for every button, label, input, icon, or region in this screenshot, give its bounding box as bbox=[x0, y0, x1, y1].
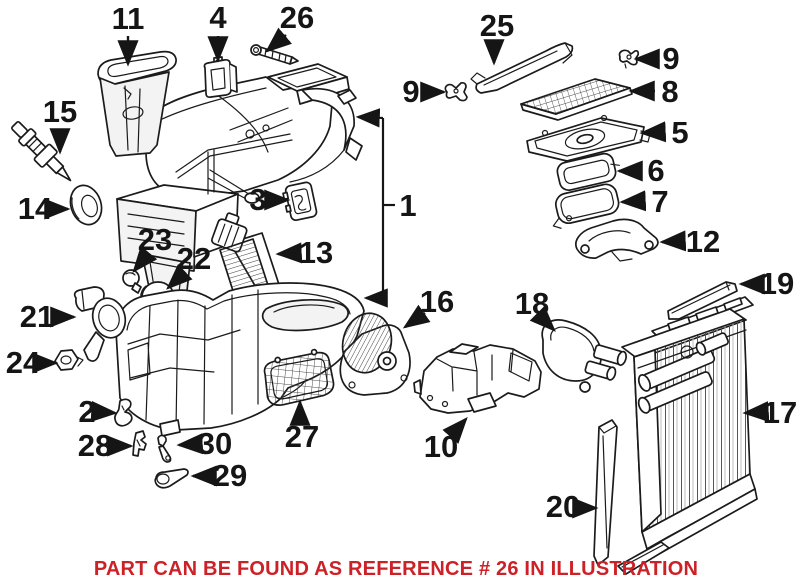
callout-13: 13 bbox=[275, 235, 333, 270]
part-strip-bottom bbox=[617, 541, 670, 575]
part-plate-7 bbox=[552, 183, 620, 229]
callout-1: 1 bbox=[355, 108, 417, 308]
callout-21: 21 bbox=[20, 299, 77, 334]
callout-2: 2 bbox=[78, 394, 118, 429]
part-pin-28 bbox=[132, 430, 147, 457]
callout-11: 11 bbox=[112, 1, 145, 67]
part-actuator-21 bbox=[73, 286, 127, 362]
part-grille-27 bbox=[263, 348, 335, 406]
callout-12-label: 12 bbox=[686, 224, 720, 259]
callout-3: 3 bbox=[249, 182, 291, 217]
callout-3-label: 3 bbox=[249, 182, 266, 217]
callout-9-right: 9 bbox=[633, 41, 680, 76]
part-strip-25 bbox=[470, 42, 574, 94]
callout-29: 29 bbox=[190, 458, 247, 493]
part-housing-10 bbox=[413, 343, 542, 414]
callout-25-label: 25 bbox=[480, 8, 514, 43]
callout-20-label: 20 bbox=[546, 489, 580, 524]
callout-18: 18 bbox=[515, 286, 556, 332]
part-clip-2 bbox=[114, 398, 133, 427]
callout-28-label: 28 bbox=[78, 428, 112, 463]
part-strip-19 bbox=[667, 281, 738, 320]
callout-14: 14 bbox=[18, 191, 71, 226]
callout-27: 27 bbox=[285, 399, 319, 454]
callout-26-label: 26 bbox=[280, 0, 314, 35]
callout-19: 19 bbox=[738, 266, 794, 301]
part-bracket-3 bbox=[282, 181, 318, 222]
callout-10: 10 bbox=[424, 417, 468, 464]
callout-24-label: 24 bbox=[6, 345, 41, 380]
part-screw-30 bbox=[157, 434, 172, 463]
callout-17: 17 bbox=[742, 395, 797, 430]
callout-7-label: 7 bbox=[651, 184, 668, 219]
callout-12: 12 bbox=[659, 224, 720, 259]
part-bracket-4 bbox=[203, 56, 238, 99]
callout-8-label: 8 bbox=[661, 74, 678, 109]
callout-24: 24 bbox=[6, 345, 59, 380]
part-blower-16 bbox=[339, 312, 411, 396]
callout-6-label: 6 bbox=[647, 153, 664, 188]
callout-17-label: 17 bbox=[763, 395, 797, 430]
part-grommet-14 bbox=[69, 184, 103, 226]
part-tray-5 bbox=[526, 114, 651, 162]
callout-6: 6 bbox=[616, 153, 665, 188]
callout-23-label: 23 bbox=[138, 222, 172, 257]
callout-23: 23 bbox=[132, 222, 172, 274]
callout-9-right-label: 9 bbox=[662, 41, 679, 76]
callout-19-label: 19 bbox=[760, 266, 794, 301]
callout-25: 25 bbox=[480, 8, 514, 66]
part-clip-9-right bbox=[618, 49, 640, 69]
part-screw-26 bbox=[250, 44, 299, 65]
part-motor-18 bbox=[541, 319, 627, 393]
callout-30-label: 30 bbox=[198, 426, 232, 461]
callout-28: 28 bbox=[78, 428, 134, 463]
callout-22: 22 bbox=[166, 241, 211, 290]
callout-5-label: 5 bbox=[671, 115, 688, 150]
part-clip-9-left bbox=[444, 81, 468, 102]
callout-18-label: 18 bbox=[515, 286, 549, 321]
callout-21-label: 21 bbox=[20, 299, 54, 334]
callout-4-label: 4 bbox=[209, 0, 227, 35]
callout-4: 4 bbox=[207, 0, 229, 63]
part-grommet-23 bbox=[122, 269, 142, 294]
part-heater-core-17 bbox=[621, 296, 758, 560]
lower-housing bbox=[115, 282, 365, 437]
callout-15-label: 15 bbox=[43, 94, 77, 129]
part-seal-6 bbox=[556, 152, 620, 191]
callout-9-left: 9 bbox=[402, 74, 447, 109]
callout-2-label: 2 bbox=[78, 394, 95, 429]
callout-30: 30 bbox=[176, 426, 232, 461]
callout-14-label: 14 bbox=[18, 191, 53, 226]
callout-26: 26 bbox=[264, 0, 314, 53]
part-nut-24 bbox=[54, 349, 84, 371]
callout-11-label: 11 bbox=[112, 1, 145, 36]
callout-5: 5 bbox=[639, 115, 689, 150]
callout-10-label: 10 bbox=[424, 429, 458, 464]
callout-22-label: 22 bbox=[177, 241, 211, 276]
callout-20: 20 bbox=[546, 489, 599, 524]
part-filter-8 bbox=[520, 78, 633, 121]
part-bulb-29 bbox=[154, 468, 189, 489]
callout-29-label: 29 bbox=[213, 458, 247, 493]
part-bracket-12 bbox=[575, 218, 659, 262]
callout-13-label: 13 bbox=[299, 235, 333, 270]
callout-27-label: 27 bbox=[285, 419, 319, 454]
callout-7: 7 bbox=[619, 184, 669, 219]
caption: PART CAN BE FOUND AS REFERENCE # 26 IN I… bbox=[94, 558, 698, 580]
callout-8: 8 bbox=[628, 74, 679, 109]
callout-16: 16 bbox=[402, 284, 454, 329]
callout-9-left-label: 9 bbox=[402, 74, 419, 109]
part-strip-20 bbox=[593, 419, 618, 566]
callout-1-label: 1 bbox=[399, 188, 416, 223]
main-housing-upper bbox=[116, 63, 363, 308]
callout-16-label: 16 bbox=[420, 284, 454, 319]
callout-15: 15 bbox=[43, 94, 77, 155]
